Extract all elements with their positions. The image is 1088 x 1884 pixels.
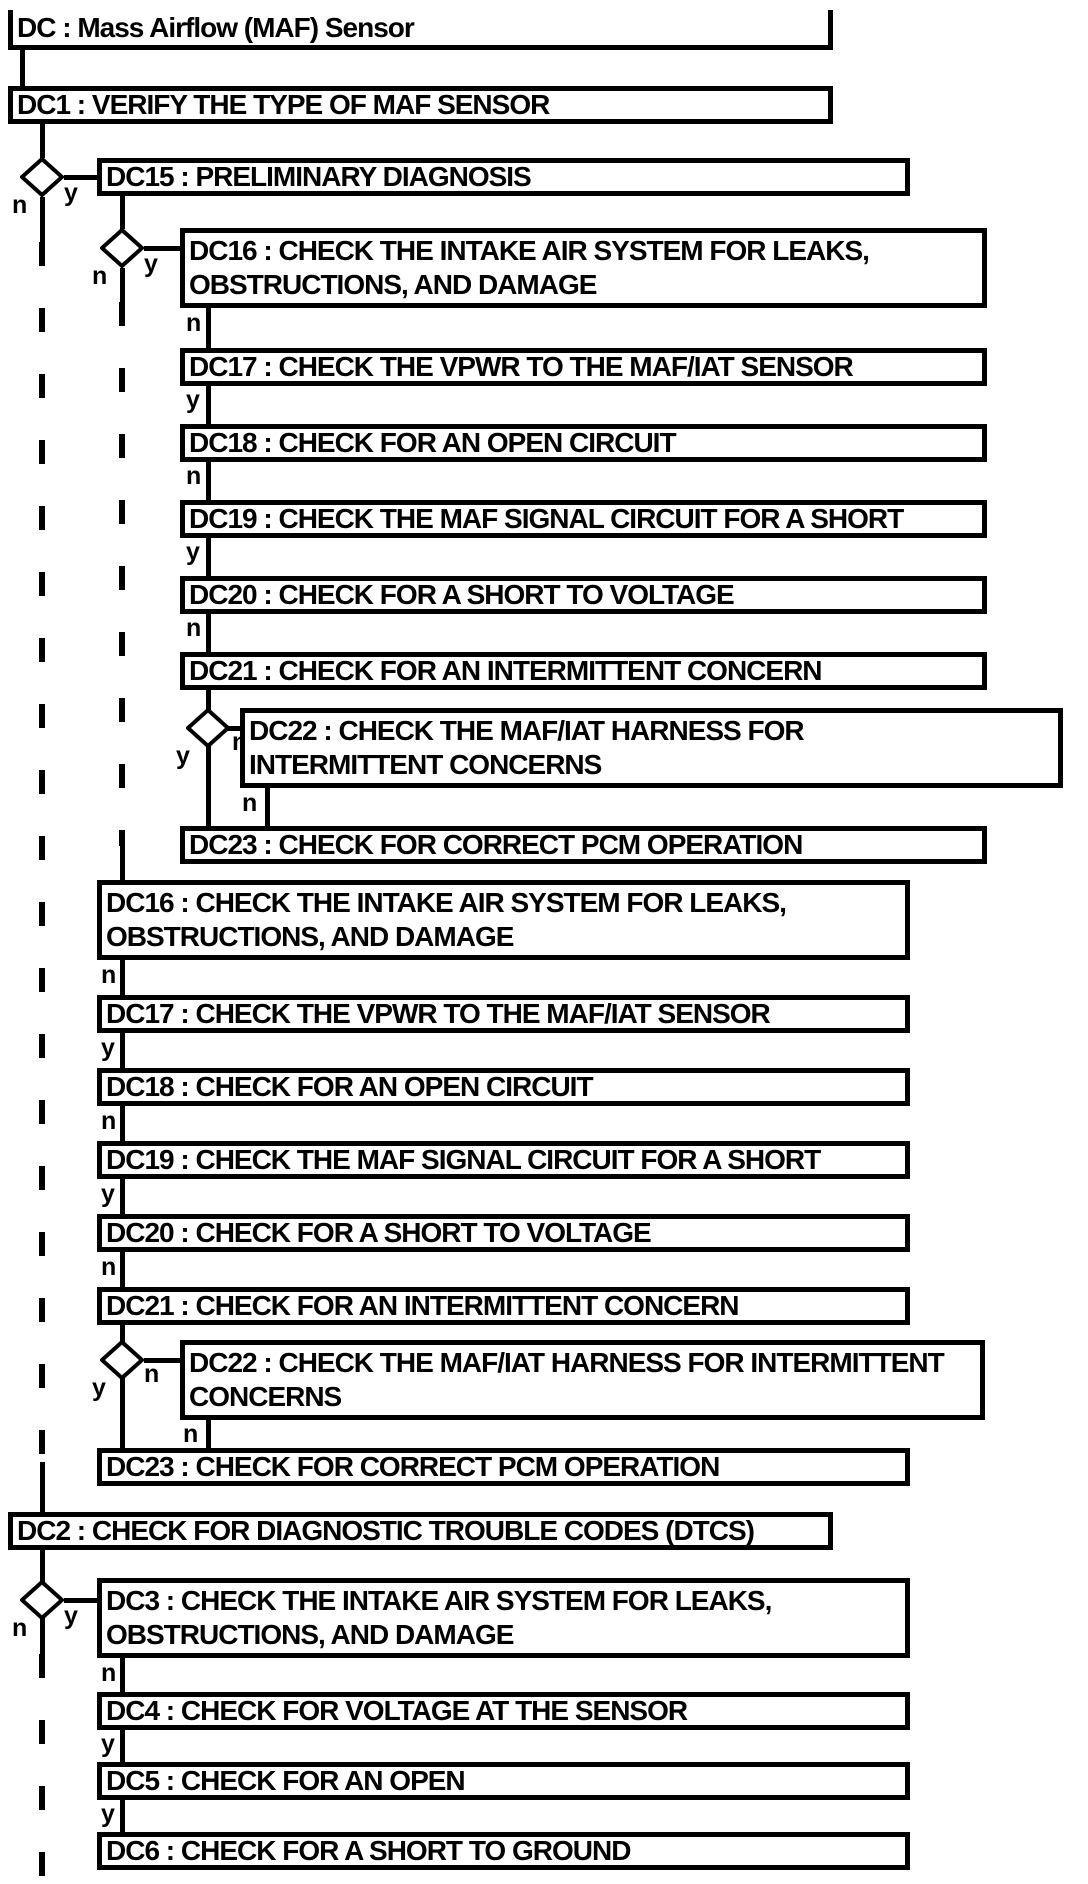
- connector-line: [144, 246, 182, 251]
- connector-line: [20, 50, 25, 86]
- connector-line: [144, 1358, 182, 1363]
- dashed-connector-line: [119, 302, 125, 846]
- node-dc3[interactable]: DC3 : CHECK THE INTAKE AIR SYSTEM FOR LE…: [97, 1578, 910, 1658]
- node-dc21-2[interactable]: DC21 : CHECK FOR AN INTERMITTENT CONCERN: [97, 1287, 910, 1325]
- branch-label-n: n: [144, 1360, 159, 1388]
- connector-line: [64, 175, 99, 180]
- connector-line: [206, 308, 211, 349]
- node-dc18-2[interactable]: DC18 : CHECK FOR AN OPEN CIRCUIT: [97, 1068, 910, 1106]
- branch-label-y: y: [186, 538, 200, 566]
- connector-line: [120, 846, 125, 880]
- branch-label-n: n: [101, 1107, 116, 1135]
- connector-line: [40, 1618, 45, 1654]
- node-dc2[interactable]: DC2 : CHECK FOR DIAGNOSTIC TROUBLE CODES…: [8, 1512, 833, 1550]
- branch-label-n: n: [186, 309, 201, 337]
- connector-line: [120, 1179, 125, 1215]
- connector-line: [206, 462, 211, 501]
- node-dc19-2[interactable]: DC19 : CHECK THE MAF SIGNAL CIRCUIT FOR …: [97, 1141, 910, 1179]
- node-dc23-2[interactable]: DC23 : CHECK FOR CORRECT PCM OPERATION: [97, 1448, 910, 1486]
- connector-line: [206, 746, 211, 827]
- connector-line: [120, 1730, 125, 1763]
- node-dc16-1[interactable]: DC16 : CHECK THE INTAKE AIR SYSTEM FOR L…: [180, 228, 987, 308]
- node-dc[interactable]: DC : Mass Airflow (MAF) Sensor: [8, 10, 833, 50]
- node-dc17-1[interactable]: DC17 : CHECK THE VPWR TO THE MAF/IAT SEN…: [180, 348, 987, 386]
- branch-label-n: n: [186, 614, 201, 642]
- node-dc18-1[interactable]: DC18 : CHECK FOR AN OPEN CIRCUIT: [180, 424, 987, 462]
- connector-line: [120, 960, 125, 996]
- connector-line: [120, 1106, 125, 1142]
- branch-label-y: y: [186, 386, 200, 414]
- branch-label-n: n: [92, 262, 107, 290]
- node-dc4[interactable]: DC4 : CHECK FOR VOLTAGE AT THE SENSOR: [97, 1692, 910, 1730]
- node-dc1[interactable]: DC1 : VERIFY THE TYPE OF MAF SENSOR: [8, 86, 833, 124]
- connector-line: [206, 614, 211, 653]
- branch-label-n: n: [12, 191, 27, 219]
- branch-label-n: n: [183, 1420, 198, 1448]
- connector-line: [40, 197, 45, 242]
- branch-label-y: y: [92, 1374, 106, 1402]
- branch-label-y: y: [101, 1730, 115, 1758]
- connector-line: [120, 1325, 125, 1342]
- decision-diamond: [20, 157, 64, 197]
- connector-line: [206, 386, 211, 425]
- connector-line: [40, 124, 45, 158]
- connector-line: [120, 1378, 125, 1449]
- decision-diamond: [100, 228, 144, 268]
- dashed-connector-line: [39, 242, 45, 1462]
- connector-line: [206, 1420, 211, 1449]
- dashed-connector-line: [39, 1654, 45, 1878]
- node-dc5[interactable]: DC5 : CHECK FOR AN OPEN: [97, 1762, 910, 1800]
- branch-label-n: n: [101, 1253, 116, 1281]
- connector-line: [120, 1252, 125, 1288]
- connector-line: [228, 726, 242, 731]
- connector-line: [120, 1033, 125, 1069]
- connector-line: [120, 196, 125, 229]
- branch-label-y: y: [64, 1602, 78, 1630]
- branch-label-n: n: [101, 961, 116, 989]
- node-dc6[interactable]: DC6 : CHECK FOR A SHORT TO GROUND: [97, 1832, 910, 1870]
- connector-line: [206, 538, 211, 577]
- node-dc22-1[interactable]: DC22 : CHECK THE MAF/IAT HARNESS FOR INT…: [240, 708, 1063, 788]
- branch-label-n: n: [242, 789, 257, 817]
- branch-label-y: y: [101, 1180, 115, 1208]
- node-dc19-1[interactable]: DC19 : CHECK THE MAF SIGNAL CIRCUIT FOR …: [180, 500, 987, 538]
- node-dc22-2[interactable]: DC22 : CHECK THE MAF/IAT HARNESS FOR INT…: [180, 1340, 985, 1420]
- decision-diamond: [186, 708, 230, 748]
- connector-line: [64, 1598, 99, 1603]
- node-dc16-2[interactable]: DC16 : CHECK THE INTAKE AIR SYSTEM FOR L…: [97, 880, 910, 960]
- decision-diamond: [100, 1340, 144, 1380]
- node-dc21-1[interactable]: DC21 : CHECK FOR AN INTERMITTENT CONCERN: [180, 652, 987, 690]
- branch-label-y: y: [64, 179, 78, 207]
- branch-label-y: y: [101, 1034, 115, 1062]
- node-dc20-2[interactable]: DC20 : CHECK FOR A SHORT TO VOLTAGE: [97, 1214, 910, 1252]
- branch-label-y: y: [176, 742, 190, 770]
- connector-line: [206, 690, 211, 710]
- decision-diamond: [20, 1580, 64, 1620]
- connector-line: [120, 1658, 125, 1693]
- branch-label-n: n: [186, 462, 201, 490]
- connector-line: [265, 788, 270, 827]
- node-dc15[interactable]: DC15 : PRELIMINARY DIAGNOSIS: [97, 158, 910, 196]
- node-dc17-2[interactable]: DC17 : CHECK THE VPWR TO THE MAF/IAT SEN…: [97, 995, 910, 1033]
- connector-line: [120, 268, 125, 302]
- connector-line: [40, 1550, 45, 1582]
- branch-label-y: y: [144, 250, 158, 278]
- node-dc20-1[interactable]: DC20 : CHECK FOR A SHORT TO VOLTAGE: [180, 576, 987, 614]
- connector-line: [120, 1800, 125, 1833]
- branch-label-n: n: [101, 1659, 116, 1687]
- branch-label-n: n: [12, 1614, 27, 1642]
- branch-label-y: y: [101, 1800, 115, 1828]
- node-dc23-1[interactable]: DC23 : CHECK FOR CORRECT PCM OPERATION: [180, 826, 987, 864]
- connector-line: [40, 1462, 45, 1512]
